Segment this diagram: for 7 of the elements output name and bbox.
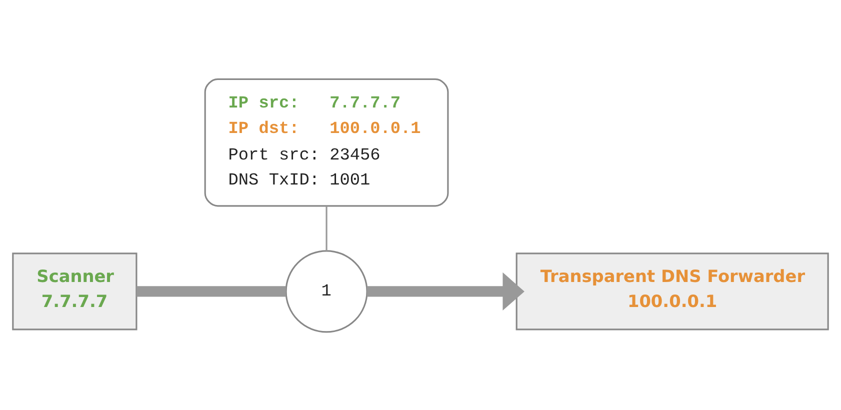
- node-box: IP src: 7.7.7.7 IP dst: 100.0.0.1 Port src: 23456 DNS TxID: 1001: [204, 78, 449, 206]
- node-box: Transparent DNS Forwarder 100.0.0.1: [516, 252, 829, 330]
- connector: [326, 206, 328, 251]
- connector: [136, 286, 286, 296]
- node-box: Scanner 7.7.7.7: [12, 252, 138, 330]
- node-circle: 1: [285, 250, 368, 332]
- arrow: [367, 272, 524, 310]
